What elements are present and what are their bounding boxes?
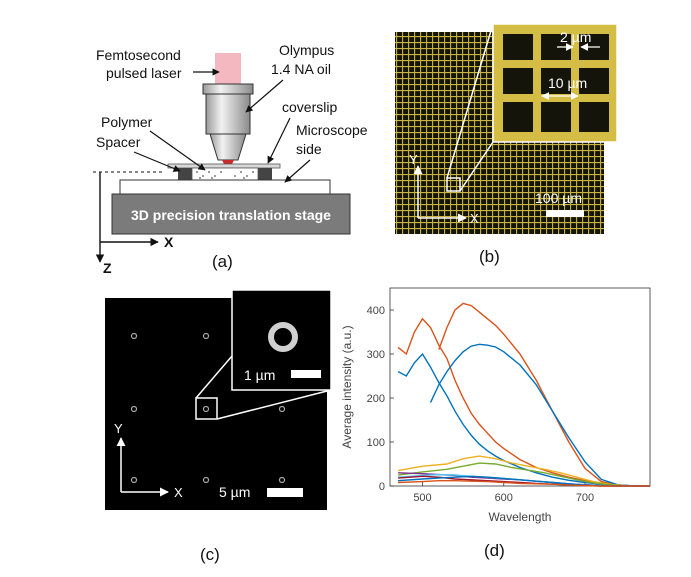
microscope-label-2: side <box>296 141 322 157</box>
z-axis-label: Z <box>103 260 112 276</box>
x-axis-label: X <box>164 234 174 250</box>
objective-label-1: Olympus <box>279 42 334 58</box>
inset-label-2um: 2 µm <box>560 29 591 45</box>
y-tick-label: 400 <box>367 305 385 317</box>
laser-label-2: pulsed laser <box>106 65 182 81</box>
stage <box>111 193 351 235</box>
ring-zoomed <box>268 322 298 352</box>
microscope-pointer <box>284 159 311 183</box>
zoom-region <box>446 177 461 192</box>
series-line-3 <box>438 302 650 487</box>
c-zoom-line-1 <box>195 355 233 399</box>
zoom-line-1 <box>446 23 494 179</box>
c-x-label: X <box>174 485 183 500</box>
x-tick-label: 500 <box>413 492 431 504</box>
panel-a-schematic: 3D precision translation stage Femtoseco… <box>93 42 368 276</box>
plot-area <box>389 287 651 487</box>
microscope-label-1: Microscope <box>296 122 368 138</box>
objective-lens <box>202 83 254 168</box>
b-scalebar-label: 100 µm <box>535 190 582 206</box>
caption-c: (c) <box>200 545 220 564</box>
coverslip-pointer <box>267 117 291 164</box>
c-zoom-region <box>195 397 218 420</box>
x-tick-label: 600 <box>495 492 513 504</box>
y-tick-label: 100 <box>367 437 385 449</box>
chart-xlabel: Wavelength <box>489 510 552 524</box>
spacer-label: Spacer <box>96 134 141 150</box>
ring-dots <box>130 332 286 484</box>
polymer <box>191 167 259 181</box>
chart-ylabel: Average intensity (a.u.) <box>340 325 354 448</box>
chart-series <box>397 302 651 487</box>
c-scalebar <box>267 488 303 497</box>
c-scalebar-label: 5 µm <box>219 484 250 500</box>
coverslip-label: coverslip <box>282 99 337 115</box>
zoom-line-2 <box>459 141 494 192</box>
zoom-inset <box>492 23 618 143</box>
spacer-pointer <box>133 151 181 172</box>
spacer-right <box>258 168 272 180</box>
c-y-label: Y <box>114 421 123 436</box>
spacer-left <box>178 168 192 180</box>
panel-c-micrograph: 1 µm Y X 5 µm <box>105 289 332 510</box>
objective-pointer <box>245 79 284 113</box>
b-x-label: X <box>470 211 479 226</box>
caption-b: (b) <box>479 247 500 266</box>
caption-a: (a) <box>212 252 233 271</box>
chart-ticks: 0 100 200 300 400 500 600 700 <box>367 305 595 504</box>
c-zoom-line-2 <box>216 389 332 420</box>
y-tick-label: 200 <box>367 393 385 405</box>
c-inset-scalebar <box>291 370 321 378</box>
panel-d-chart: 0 100 200 300 400 500 600 700 Wavelength Averag… <box>340 287 651 524</box>
x-tick-label: 700 <box>576 492 594 504</box>
laser-label-1: Femtosecond <box>96 47 181 63</box>
inset-label-10um: 10 µm <box>548 75 587 91</box>
series-line-6 <box>398 462 650 487</box>
stage-label: 3D precision translation stage <box>131 207 331 223</box>
series-line-4 <box>429 343 650 487</box>
panel-b-micrograph: 2 µm 10 µm Y X 100 µm <box>395 23 618 234</box>
y-tick-label: 300 <box>367 349 385 361</box>
caption-d: (d) <box>484 541 505 560</box>
series-line-5 <box>397 455 651 487</box>
c-inset-scale-label: 1 µm <box>244 367 275 383</box>
stage-top-plate <box>119 179 331 195</box>
b-y-label: Y <box>409 152 418 167</box>
series-line-11 <box>398 480 650 487</box>
objective-label-2: 1.4 NA oil <box>271 61 331 77</box>
coverslip <box>167 163 281 169</box>
polymer-dots <box>196 171 254 179</box>
polymer-label: Polymer <box>101 114 153 130</box>
y-tick-label: 0 <box>379 481 385 493</box>
b-scalebar <box>546 210 584 217</box>
polymer-pointer <box>149 130 206 171</box>
